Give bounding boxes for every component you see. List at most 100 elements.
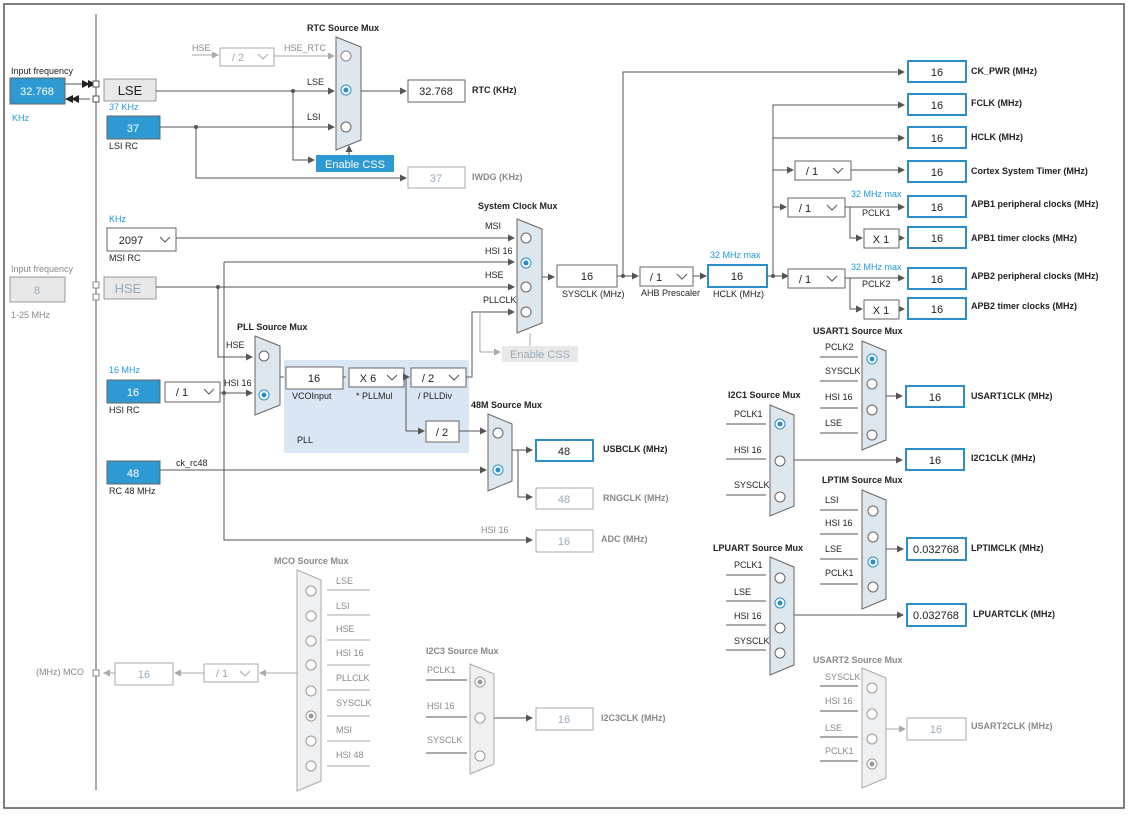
ck-pwr-box[interactable] — [907, 60, 967, 83]
cortex-value: 16 — [931, 167, 943, 179]
vco-value: 16 — [308, 373, 320, 385]
lptim-source-mux[interactable] — [861, 489, 887, 610]
rtc-enable-css-button[interactable] — [316, 155, 394, 172]
apb2-prescaler-select[interactable] — [787, 268, 846, 289]
48m-source-mux[interactable] — [487, 413, 513, 492]
apb1-timer-mul: X 1 — [873, 234, 890, 246]
mco-source-mux[interactable] — [296, 569, 322, 792]
lpuart-in-3: SYSCLK — [734, 636, 770, 646]
chevron-down-icon — [826, 204, 838, 211]
hsi-divider-select[interactable] — [164, 381, 221, 403]
usart2-source-mux[interactable] — [861, 667, 887, 789]
lpuart-label: LPUARTCLK (MHz) — [973, 609, 1055, 619]
rtc-hse-div: / 2 — [232, 52, 244, 64]
lse-input-value: 32.768 — [20, 86, 54, 98]
apb1-prescaler-select[interactable] — [787, 197, 846, 218]
lpuart-value: 0.032768 — [913, 610, 959, 622]
msi-unit: KHz — [109, 214, 127, 224]
adc-clock-box[interactable] — [535, 529, 594, 553]
hse-input-range: 1-25 MHz — [11, 310, 51, 320]
apb2-signal: PCLK2 — [862, 279, 891, 289]
lpuart-in-1: LSE — [734, 587, 751, 597]
i2c1-value: 16 — [929, 455, 941, 467]
apb1-max: 32 MHz max — [851, 189, 902, 199]
rtc-output-box[interactable] — [407, 79, 466, 103]
usart2-in-0: SYSCLK — [825, 672, 861, 682]
rtc-lsi-label: LSI — [307, 112, 321, 122]
system-clock-mux[interactable] — [516, 218, 543, 334]
ck-pwr-label: CK_PWR (MHz) — [971, 66, 1037, 76]
i2c1-clock-box[interactable] — [905, 448, 965, 471]
pll-mul-select[interactable] — [348, 367, 405, 388]
pll-source-mux[interactable] — [254, 335, 281, 416]
pll-div-select[interactable] — [410, 367, 467, 388]
usb-clock-box[interactable] — [535, 439, 594, 462]
lpuart-clock-box[interactable] — [906, 603, 967, 627]
i2c3-in-1: HSI 16 — [427, 701, 455, 711]
lsi-value: 37 — [127, 123, 139, 135]
cortex-box[interactable] — [907, 160, 967, 183]
rc48-box[interactable] — [106, 460, 161, 485]
lse-label: LSE — [118, 83, 143, 98]
msi-range-select[interactable] — [106, 227, 177, 252]
usart2-clock-box[interactable] — [906, 717, 967, 741]
fclk-value: 16 — [931, 100, 943, 112]
rng-label: RNGCLK (MHz) — [603, 493, 669, 503]
sysclk-value: 16 — [581, 271, 593, 283]
apb1-signal: PCLK1 — [862, 208, 891, 218]
hclk-out-box[interactable] — [907, 126, 967, 149]
hsi-rc-box[interactable] — [106, 379, 161, 404]
hse-input-frequency[interactable] — [9, 276, 66, 303]
fclk-box[interactable] — [907, 93, 967, 116]
iwdg-output-box[interactable] — [407, 166, 466, 189]
usart1-source-mux[interactable] — [861, 340, 887, 451]
usart1-in-2: HSI 16 — [825, 392, 853, 402]
hclk-value: 16 — [731, 271, 743, 283]
mco-label: (MHz) MCO — [36, 667, 84, 677]
mco-output-box[interactable] — [114, 662, 174, 686]
lpuart-mux-title: LPUART Source Mux — [713, 543, 803, 553]
lptim-clock-box[interactable] — [906, 537, 967, 561]
rtc-hse-divider-select[interactable] — [219, 47, 275, 67]
lse-input-frequency[interactable] — [9, 77, 66, 105]
rng-clock-box[interactable] — [535, 487, 594, 510]
apb1-timer-box[interactable] — [907, 226, 967, 249]
usb-label: USBCLK (MHz) — [603, 444, 668, 454]
rtc-enable-css-label: Enable CSS — [325, 159, 385, 171]
lse-oscillator[interactable] — [103, 78, 157, 102]
sys-enable-css-button[interactable] — [502, 346, 578, 362]
rtc-value: 32.768 — [419, 86, 453, 98]
rtc-lse-label: LSE — [307, 77, 324, 87]
mco-in-2: HSE — [336, 624, 355, 634]
mco-in-6: MSI — [336, 725, 352, 735]
lpuart-in-0: PCLK1 — [734, 560, 763, 570]
sys-in-pllclk: PLLCLK — [483, 295, 517, 305]
usart1-in-0: PCLK2 — [825, 342, 854, 352]
hclk-out-value: 16 — [931, 133, 943, 145]
mco-divider-select[interactable] — [203, 663, 259, 683]
apb2-box[interactable] — [907, 267, 967, 290]
chevron-down-icon — [386, 374, 398, 381]
i2c1-in-0: PCLK1 — [734, 409, 763, 419]
usart2-value: 16 — [930, 724, 942, 736]
pll-in-hsi: HSI 16 — [224, 378, 252, 388]
rtc-label: RTC (KHz) — [472, 85, 517, 95]
apb2-timer-value: 16 — [931, 304, 943, 316]
apb2-label: APB2 peripheral clocks (MHz) — [971, 271, 1099, 281]
hse-oscillator[interactable] — [103, 276, 157, 300]
hclk-max: 32 MHz max — [710, 250, 761, 260]
i2c1-label: I2C1CLK (MHz) — [971, 453, 1036, 463]
cortex-divider-select[interactable] — [794, 160, 852, 181]
sysclk-label: SYSCLK (MHz) — [562, 289, 625, 299]
apb1-timer-value: 16 — [931, 233, 943, 245]
pll-div-label: / PLLDiv — [418, 391, 453, 401]
usart1-clock-box[interactable] — [905, 385, 965, 408]
hse-input-frequency-label: Input frequency — [11, 264, 74, 274]
mco-in-5: SYSCLK — [336, 698, 372, 708]
lpuart-source-mux[interactable] — [769, 556, 795, 676]
apb2-timer-box[interactable] — [907, 297, 967, 320]
i2c3-clock-box[interactable] — [535, 707, 594, 731]
apb1-box[interactable] — [907, 195, 967, 218]
vco-input-box[interactable] — [285, 366, 344, 390]
